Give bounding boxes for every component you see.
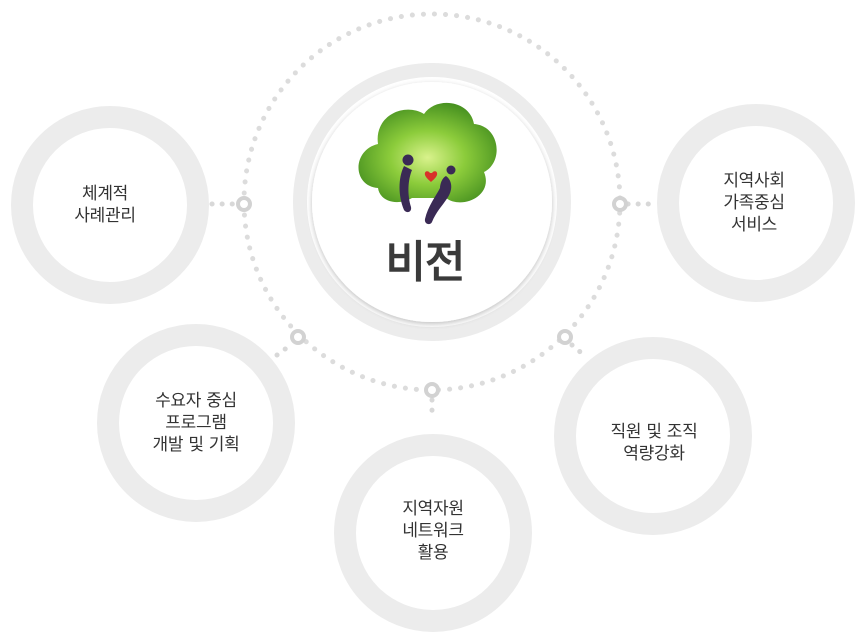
node-line: 지역자원 <box>402 499 464 519</box>
node-line: 개발 및 기획 <box>152 435 240 455</box>
node-line: 가족중심 <box>723 193 785 213</box>
connector-right-bottom <box>569 342 588 359</box>
connector-ring-lower-right <box>557 329 573 345</box>
connector-rings <box>236 196 628 398</box>
node-line: 서비스 <box>730 215 778 235</box>
ring-bottom-center <box>334 434 532 632</box>
node-community-family-service: 지역사회 가족중심 서비스 <box>723 170 785 236</box>
connectors <box>209 201 655 423</box>
ring-top-right <box>657 104 855 302</box>
node-line: 네트워크 <box>402 521 464 541</box>
node-staff-org-strengthening: 직원 및 조직 역량강화 <box>611 421 698 465</box>
node-line: 수요자 중심 <box>155 391 237 411</box>
node-demand-centered-program: 수요자 중심 프로그램 개발 및 기획 <box>153 390 240 456</box>
ring-bottom-right <box>554 337 752 535</box>
connector-ring-right <box>612 196 628 212</box>
node-line: 사례관리 <box>74 206 136 226</box>
ring-top-left <box>11 106 209 304</box>
connector-ring-bottom <box>424 382 440 398</box>
node-line: 체계적 <box>81 184 129 204</box>
node-systematic-case-management: 체계적 사례관리 <box>74 183 136 227</box>
center-title: 비전 <box>385 237 466 288</box>
satellite-rings <box>11 104 855 632</box>
node-local-resource-network: 지역자원 네트워크 활용 <box>402 498 464 564</box>
tree-logo-icon <box>358 102 497 225</box>
node-line: 지역사회 <box>723 171 785 191</box>
connector-ring-lower-left <box>290 329 306 345</box>
connector-ring-left <box>236 196 252 212</box>
node-line: 직원 및 조직 <box>610 422 698 442</box>
connector-left-bottom <box>274 341 295 358</box>
node-line: 활용 <box>417 543 449 563</box>
ring-bottom-left <box>97 324 295 522</box>
node-line: 프로그램 <box>165 413 227 433</box>
node-line: 역량강화 <box>623 444 685 464</box>
